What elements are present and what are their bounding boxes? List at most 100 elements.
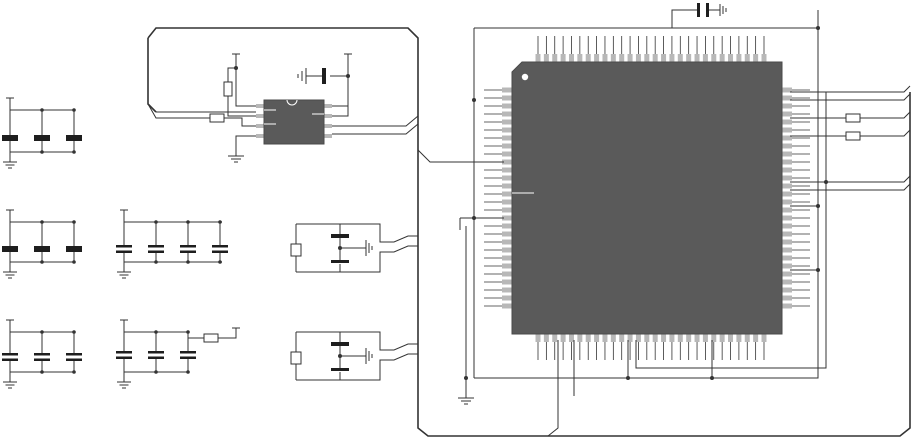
junction-dot — [186, 370, 190, 374]
mcu-pin — [782, 256, 792, 261]
small-ic-body — [264, 100, 324, 144]
mcu-pin — [586, 54, 591, 62]
mcu-pin — [602, 54, 607, 62]
mcu-pin — [782, 240, 792, 245]
junction-dot — [72, 150, 76, 154]
capacitor — [66, 108, 82, 154]
mcu-pin — [502, 296, 512, 301]
capacitor-plate — [331, 342, 349, 346]
mcu-pin — [782, 160, 792, 165]
capacitor-plate — [2, 135, 18, 141]
mcu-pin — [728, 334, 733, 342]
mcu-pin — [720, 334, 725, 342]
resistor — [846, 114, 860, 122]
mcu-pin — [782, 264, 792, 269]
junction-dot — [72, 370, 76, 374]
capacitor-plate — [116, 245, 132, 248]
junction-dot — [72, 220, 76, 224]
junction-dot — [154, 260, 158, 264]
mcu-pin — [569, 54, 574, 62]
mcu-pin — [628, 54, 633, 62]
mcu-pin — [502, 144, 512, 149]
capacitor — [212, 220, 228, 264]
capacitor-plate — [66, 246, 82, 252]
mcu-pin — [686, 334, 691, 342]
capacitor-plate — [322, 68, 326, 84]
junction-dot — [40, 370, 44, 374]
mcu-pin — [502, 224, 512, 229]
mcu-pin — [502, 288, 512, 293]
mcu-pin — [661, 54, 666, 62]
main-microcontroller — [502, 54, 792, 342]
capacitor-plate — [2, 353, 18, 356]
capacitor-plate — [148, 357, 164, 360]
capacitor-plate — [212, 251, 228, 254]
decoupling-capacitor-groups — [2, 98, 228, 388]
junction-dot — [154, 330, 158, 334]
mcu-pin — [736, 334, 741, 342]
mcu-pin — [536, 334, 541, 342]
mcu-pin — [502, 120, 512, 125]
mcu-pin — [552, 54, 557, 62]
capacitor — [34, 330, 50, 374]
capacitor-plate — [2, 359, 18, 362]
junction-dot — [72, 260, 76, 264]
mcu-pin — [782, 104, 792, 109]
junction-dot — [218, 260, 222, 264]
junction-dot — [154, 220, 158, 224]
mcu-pin — [502, 176, 512, 181]
mcu-pin — [695, 54, 700, 62]
mcu-pin — [762, 334, 767, 342]
mcu-pin — [728, 54, 733, 62]
mcu-pin — [577, 334, 582, 342]
capacitor-plate — [66, 353, 82, 356]
capacitor-plate — [34, 246, 50, 252]
mcu-pin — [644, 334, 649, 342]
resistor — [210, 114, 224, 122]
mcu-pin — [661, 334, 666, 342]
mcu-pin — [594, 334, 599, 342]
capacitor-plate — [116, 351, 132, 354]
mcu-pin — [745, 54, 750, 62]
capacitor-plate — [180, 251, 196, 254]
ground-symbol — [3, 152, 17, 168]
resistor — [204, 334, 218, 342]
ground-symbol — [720, 4, 726, 16]
mcu-pin — [653, 54, 658, 62]
mcu-pin — [782, 280, 792, 285]
mcu-body — [512, 62, 782, 334]
mcu-pin — [544, 54, 549, 62]
mcu-pin — [782, 152, 792, 157]
mcu-pin — [636, 54, 641, 62]
junction-dot — [186, 330, 190, 334]
mcu-pin — [703, 54, 708, 62]
mcu-pins-right — [782, 88, 792, 309]
mcu-pin — [703, 334, 708, 342]
mcu-pin — [561, 54, 566, 62]
mcu-pin — [569, 334, 574, 342]
mcu-pin — [678, 54, 683, 62]
mcu-pin — [502, 304, 512, 309]
capacitor-plate — [66, 359, 82, 362]
mcu-pin — [502, 88, 512, 93]
mcu-pins-bottom — [536, 334, 767, 342]
bottom-center-resistor — [188, 328, 240, 342]
mcu-pin — [782, 216, 792, 221]
capacitor-plate — [116, 357, 132, 360]
mcu-pin — [753, 334, 758, 342]
ground-symbol — [228, 156, 244, 162]
mcu-pin — [745, 334, 750, 342]
mcu-pin — [502, 256, 512, 261]
junction-dot — [40, 330, 44, 334]
mcu-pin — [502, 264, 512, 269]
capacitor — [116, 222, 132, 262]
mcu-pin — [653, 334, 658, 342]
mcu-pin — [644, 54, 649, 62]
junction-dot — [154, 370, 158, 374]
mcu-pin — [782, 144, 792, 149]
capacitor — [2, 110, 18, 152]
mcu-pin — [782, 176, 792, 181]
mcu-pin — [782, 288, 792, 293]
mcu-pin — [611, 54, 616, 62]
